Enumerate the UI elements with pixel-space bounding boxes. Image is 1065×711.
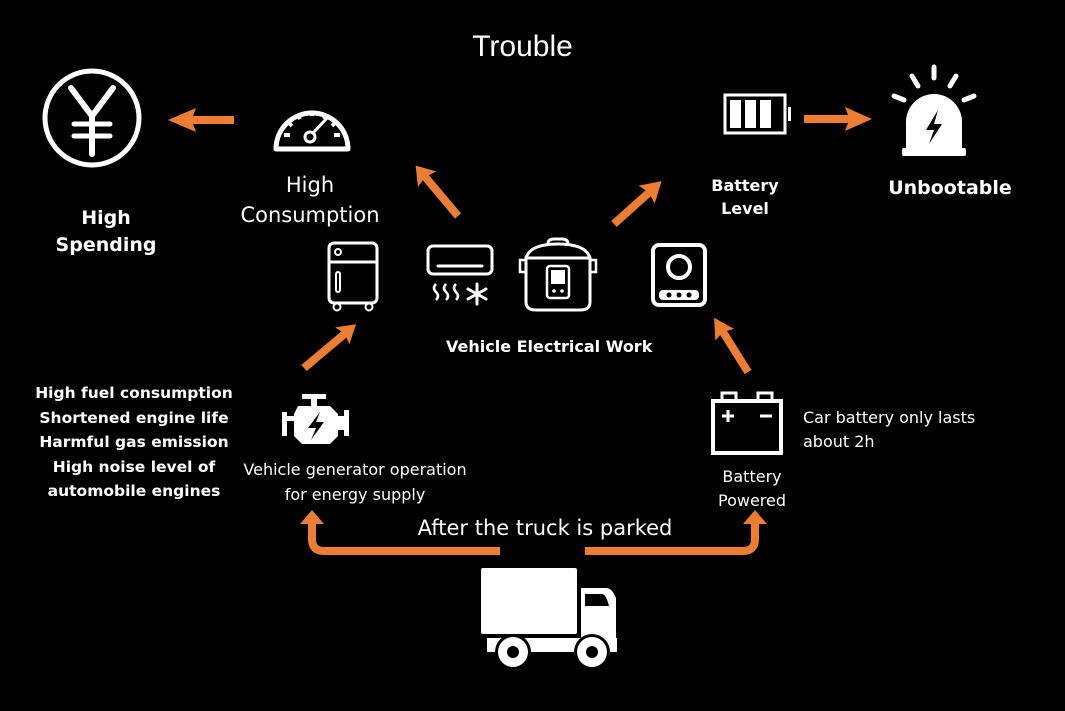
alarm-beacon-icon <box>891 64 977 156</box>
engine-icon <box>282 394 349 444</box>
high-consumption-line: High <box>285 173 335 197</box>
arrow-to-generator <box>300 510 500 555</box>
generator-problem-item: automobile engines <box>47 482 221 500</box>
yen-coin-icon <box>42 68 142 168</box>
high-spending-label: High Spending <box>40 205 172 259</box>
truck-icon <box>481 568 617 670</box>
battery-level-label: Battery Level <box>700 174 790 220</box>
generator-problem-item: High fuel consumption <box>35 384 233 402</box>
battery-note-line: Car battery only lasts <box>803 408 976 427</box>
air-conditioner-icon <box>426 244 494 306</box>
arrow-to-appliances-left <box>301 324 357 372</box>
high-spending-line: High <box>81 207 131 229</box>
arrow-to-high-consumption <box>415 165 462 219</box>
arrow-to-appliances-right <box>714 317 752 375</box>
speedometer-icon <box>273 110 351 152</box>
truck-parked-label: After the truck is parked <box>417 516 673 540</box>
rice-cooker-icon <box>518 237 598 312</box>
high-spending-line: Spending <box>55 234 157 256</box>
vehicle-electrical-work-label: Vehicle Electrical Work <box>446 337 653 356</box>
battery-level-line: Battery <box>711 176 779 195</box>
battery-powered-label: Battery Powered <box>700 465 804 513</box>
battery-level-line: Level <box>721 199 769 218</box>
induction-cooker-icon <box>651 243 707 307</box>
battery-powered-line: Battery <box>722 467 782 486</box>
generator-problem-item: Shortened engine life <box>39 408 229 427</box>
battery-note: Car battery only lasts about 2h <box>803 406 975 454</box>
generator-label: Vehicle generator operation for energy s… <box>225 457 485 507</box>
generator-problem-item: Harmful gas emission <box>39 433 229 451</box>
arrow-to-high-spending <box>168 108 234 132</box>
car-battery-icon <box>711 391 783 455</box>
battery-note-line: about 2h <box>803 432 875 451</box>
arrow-to-battery-level <box>611 181 662 227</box>
generator-label-line: Vehicle generator operation <box>243 460 467 479</box>
battery-powered-line: Powered <box>717 491 787 510</box>
generator-problems-list: High fuel consumption Shortened engine l… <box>34 381 234 504</box>
unbootable-label: Unbootable <box>888 177 1012 199</box>
arrow-to-unbootable <box>804 107 872 131</box>
high-consumption-line: Consumption <box>240 203 380 227</box>
refrigerator-icon <box>327 241 379 312</box>
high-consumption-label: High Consumption <box>230 170 390 230</box>
diagram-title: Trouble <box>472 30 573 63</box>
generator-problem-item: High noise level of <box>52 457 216 476</box>
battery-level-icon <box>723 93 791 135</box>
generator-label-line: for energy supply <box>284 485 426 504</box>
arrow-to-battery <box>585 510 767 555</box>
